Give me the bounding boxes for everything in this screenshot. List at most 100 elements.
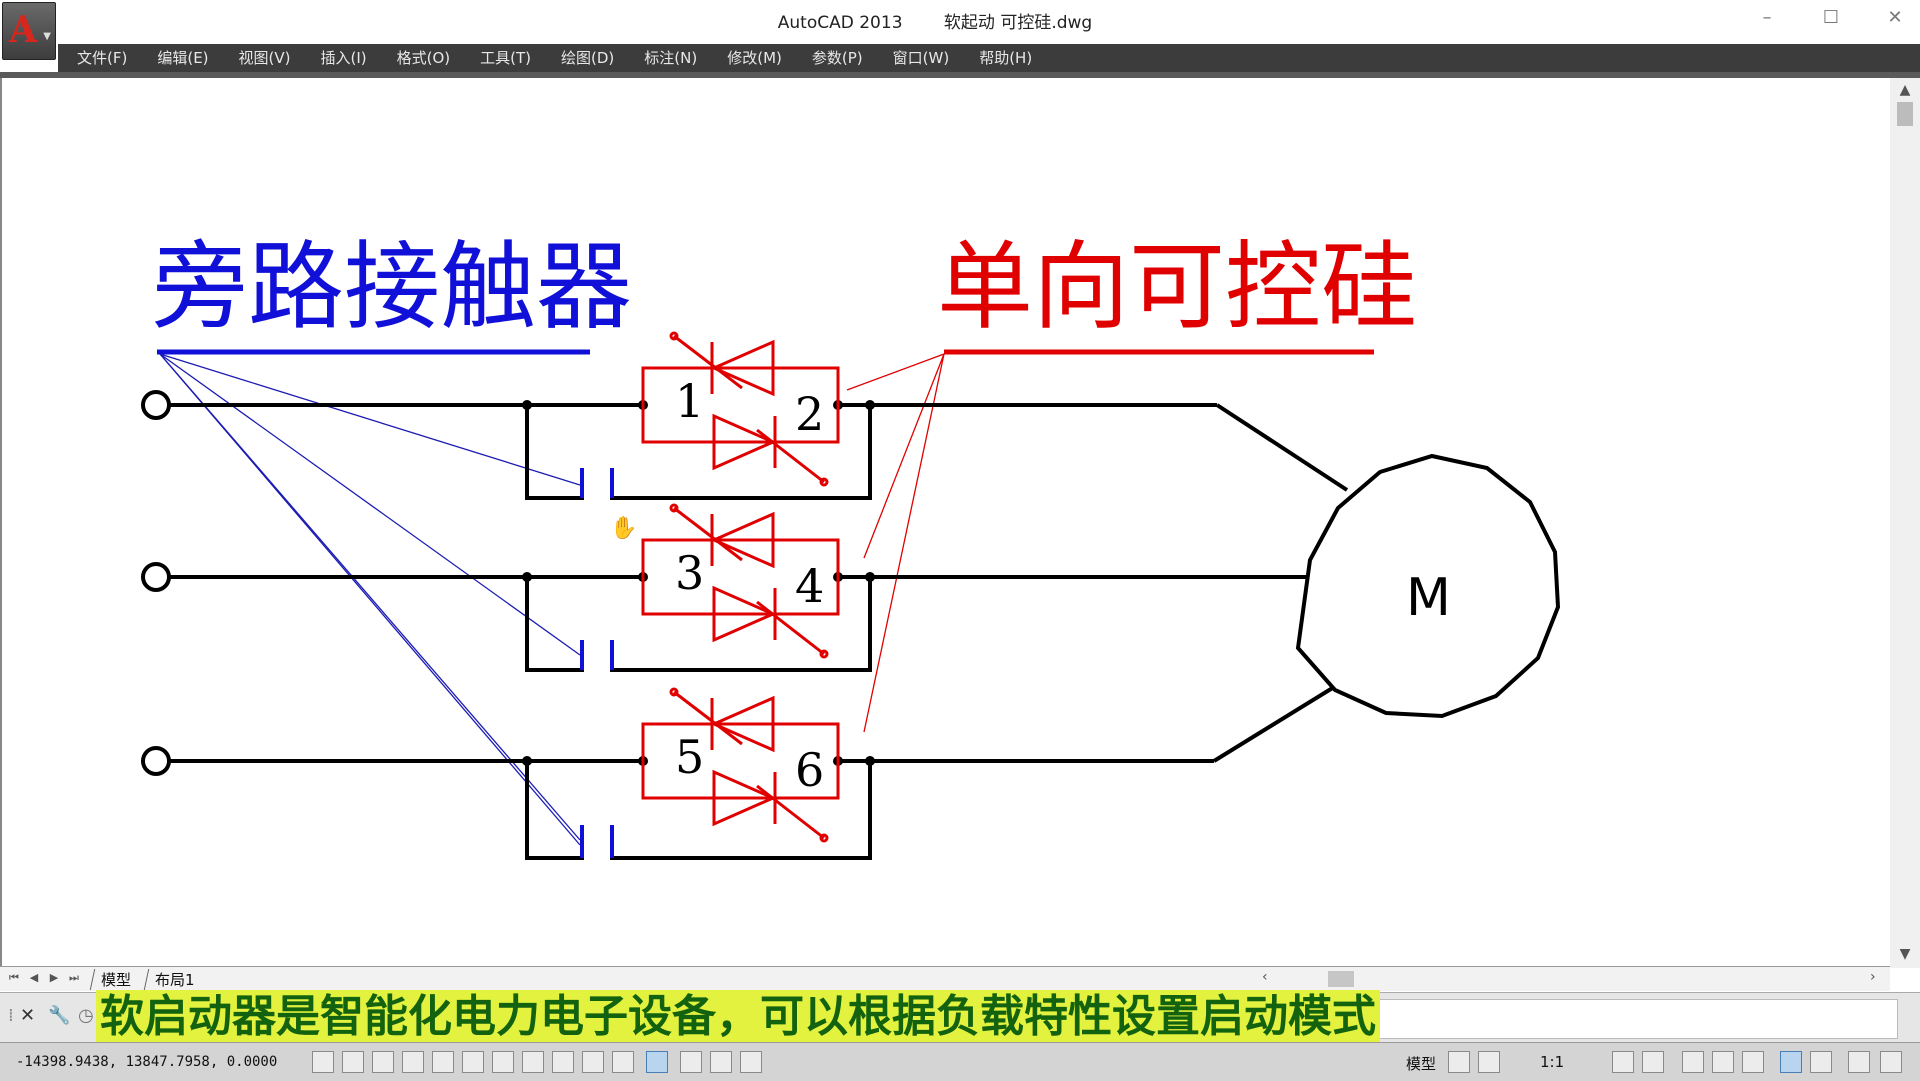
isolate-objects-icon[interactable] [1780,1051,1802,1073]
menu-help[interactable]: 帮助(H) [979,49,1033,67]
hardware-acceleration-icon[interactable] [1742,1051,1764,1073]
motor-symbol [1295,453,1561,719]
layout-tab-strip: ⏮ ◀ ▶ ⏭ 模型 布局1 [0,966,1260,991]
clean-screen-icon[interactable] [1848,1051,1870,1073]
app-name: AutoCAD 2013 [777,13,903,33]
menu-modify[interactable]: 修改(M) [727,49,782,67]
layout-view-icon[interactable] [1448,1051,1470,1073]
status-bar: -14398.9438, 13847.7958, 0.0000 模型 1:1 [0,1042,1920,1081]
horizontal-scroll-thumb[interactable] [1328,971,1354,987]
scr-pair-2 [641,503,840,659]
pin-number: 3 [675,546,704,600]
pin-number: 4 [795,559,824,613]
motor-label: M [1406,568,1451,628]
pin-number: 5 [675,730,704,784]
minimize-button[interactable]: – [1762,7,1772,28]
pin-number: 6 [795,743,824,797]
phase-2-wiring [167,575,1312,672]
menu-format[interactable]: 格式(O) [396,49,451,67]
tab-model[interactable]: 模型 [89,969,142,990]
model-space-toggle[interactable]: 模型 [1406,1055,1437,1073]
menu-draw[interactable]: 绘图(D) [561,49,615,67]
selection-cycling-icon[interactable] [710,1051,732,1073]
scr-pair-3 [641,687,840,843]
recent-commands-icon[interactable]: ◷ [78,1005,94,1026]
dynamic-ucs-icon[interactable] [552,1051,574,1073]
first-tab-icon[interactable]: ⏮ [9,971,19,984]
grid-display-icon[interactable] [372,1051,394,1073]
polar-tracking-icon[interactable] [432,1051,454,1073]
menu-parametric[interactable]: 参数(P) [811,49,863,67]
scroll-down-arrow-icon[interactable]: ▼ [1899,946,1911,962]
auto-scale-icon[interactable] [1642,1051,1664,1073]
workspace-switch-gear-icon[interactable] [1682,1051,1704,1073]
scr-pin-numbers: 1 2 3 4 5 6 [675,374,824,797]
lock-icon[interactable] [1712,1051,1734,1073]
pin-number: 1 [675,374,704,428]
cursor-coordinates: -14398.9438, 13847.7958, 0.0000 [16,1054,278,1070]
dynamic-input-icon[interactable] [582,1051,604,1073]
drawing-canvas[interactable]: 旁路接触器 单向可控硅 [0,78,1890,968]
grip-handle-icon[interactable]: ⁞ [8,1005,14,1026]
scr-label: 单向可控硅 [937,231,1417,343]
menu-dimension[interactable]: 标注(N) [644,49,698,67]
wrench-icon[interactable]: 🔧 [48,1005,71,1026]
scroll-right-arrow-icon[interactable]: › [1870,969,1876,985]
close-button[interactable]: ✕ [1887,7,1903,28]
quick-view-drawings-icon[interactable] [1478,1051,1500,1073]
chevron-down-icon: ▼ [43,31,51,42]
bypass-contactor-label: 旁路接触器 [152,231,632,343]
video-subtitle: 软启动器是智能化电力电子设备，可以根据负载特性设置启动模式 [96,990,1380,1044]
terminal-1 [141,390,171,420]
close-command-icon[interactable]: ✕ [20,1005,36,1026]
vertical-scrollbar[interactable]: ▲ ▼ [1890,78,1920,968]
window-title: AutoCAD 2013 软起动 可控硅.dwg [0,8,1870,33]
horizontal-scrollbar[interactable]: ‹ › [1248,966,1890,991]
tab-layout1[interactable]: 布局1 [143,969,205,990]
annotation-scale[interactable]: 1:1 [1540,1053,1565,1071]
title-bar: A ▼ AutoCAD 2013 软起动 可控硅.dwg – ☐ ✕ [0,0,1920,60]
menu-file[interactable]: 文件(F) [77,49,128,67]
junction-dots-2 [522,572,875,582]
status-bar-menu-icon[interactable] [1880,1051,1902,1073]
annotation-visibility-icon[interactable] [1612,1051,1634,1073]
menu-bar: 文件(F) 编辑(E) 视图(V) 插入(I) 格式(O) 工具(T) 绘图(D) 标注(N)… [58,44,1920,72]
vertical-scroll-thumb[interactable] [1897,102,1913,126]
next-tab-icon[interactable]: ▶ [49,971,59,984]
infer-constraints-icon[interactable] [312,1051,334,1073]
transparency-icon[interactable] [646,1051,668,1073]
3d-object-snap-icon[interactable] [492,1051,514,1073]
last-tab-icon[interactable]: ⏭ [69,971,79,984]
phase-1-wiring [167,403,1349,500]
scroll-up-arrow-icon[interactable]: ▲ [1899,82,1911,98]
application-menu-button[interactable]: A ▼ [2,2,56,60]
bypass-contact-3 [580,825,614,858]
object-snap-tracking-icon[interactable] [522,1051,544,1073]
menu-view[interactable]: 视图(V) [238,49,291,67]
snap-mode-icon[interactable] [342,1051,364,1073]
menu-window[interactable]: 窗口(W) [892,49,950,67]
cad-drawing: 旁路接触器 单向可控硅 [141,231,1561,860]
scroll-left-arrow-icon[interactable]: ‹ [1262,969,1268,985]
terminal-2 [141,562,171,592]
scr-leader-lines [846,353,945,733]
maximize-button[interactable]: ☐ [1822,7,1840,28]
pin-number: 2 [795,387,824,441]
terminal-3 [141,746,171,776]
scr-pair-1 [641,331,840,487]
object-snap-icon[interactable] [462,1051,484,1073]
quick-properties-icon[interactable] [680,1051,702,1073]
file-name: 软起动 可控硅.dwg [943,13,1093,33]
autocad-logo-icon: A [9,9,37,51]
annotation-monitor-icon[interactable] [740,1051,762,1073]
menu-edit[interactable]: 编辑(E) [157,49,209,67]
ortho-mode-icon[interactable] [402,1051,424,1073]
bypass-contact-2 [580,640,614,670]
menu-insert[interactable]: 插入(I) [320,49,367,67]
menu-tools[interactable]: 工具(T) [480,49,532,67]
lightbulb-icon[interactable] [1810,1051,1832,1073]
bypass-leader-lines [159,353,581,846]
ribbon-divider [0,72,1920,78]
lineweight-icon[interactable] [612,1051,634,1073]
prev-tab-icon[interactable]: ◀ [29,971,39,984]
